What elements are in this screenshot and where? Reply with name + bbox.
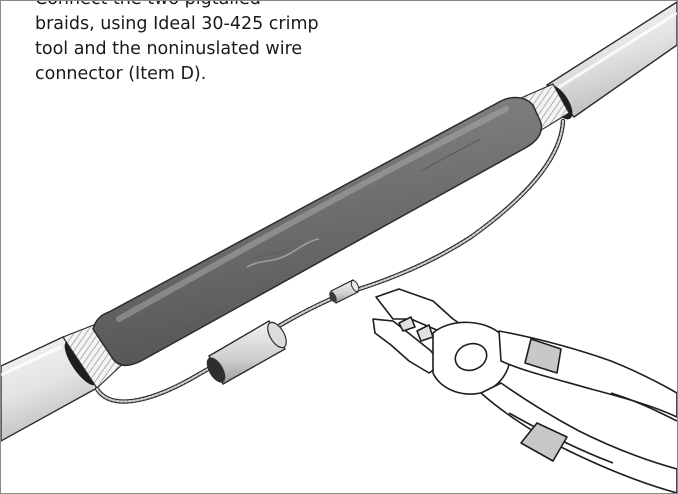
instruction-line-4: connector (Item D).: [35, 64, 207, 84]
sleeve-wrinkle: [246, 238, 320, 268]
instruction-line-2: braids, using Ideal 30-425 crimp: [35, 14, 319, 34]
pivot-hole: [454, 342, 488, 372]
wire-connector-item-d: [206, 320, 287, 385]
handle-band-upper: [524, 338, 562, 374]
heat-shrink-sleeve: [92, 96, 543, 366]
instruction-line-3: tool and the noninuslated wire: [35, 39, 303, 59]
instruction-text: • Connect the two pigtailed braids, usin…: [17, 1, 365, 87]
handle-band-lower: [520, 422, 568, 462]
bullet-glyph: •: [17, 1, 27, 12]
crimped-connector-small: [329, 279, 360, 304]
instruction-line-1: • Connect the two pigtailed: [17, 1, 365, 12]
crimp-tool: [372, 288, 677, 493]
